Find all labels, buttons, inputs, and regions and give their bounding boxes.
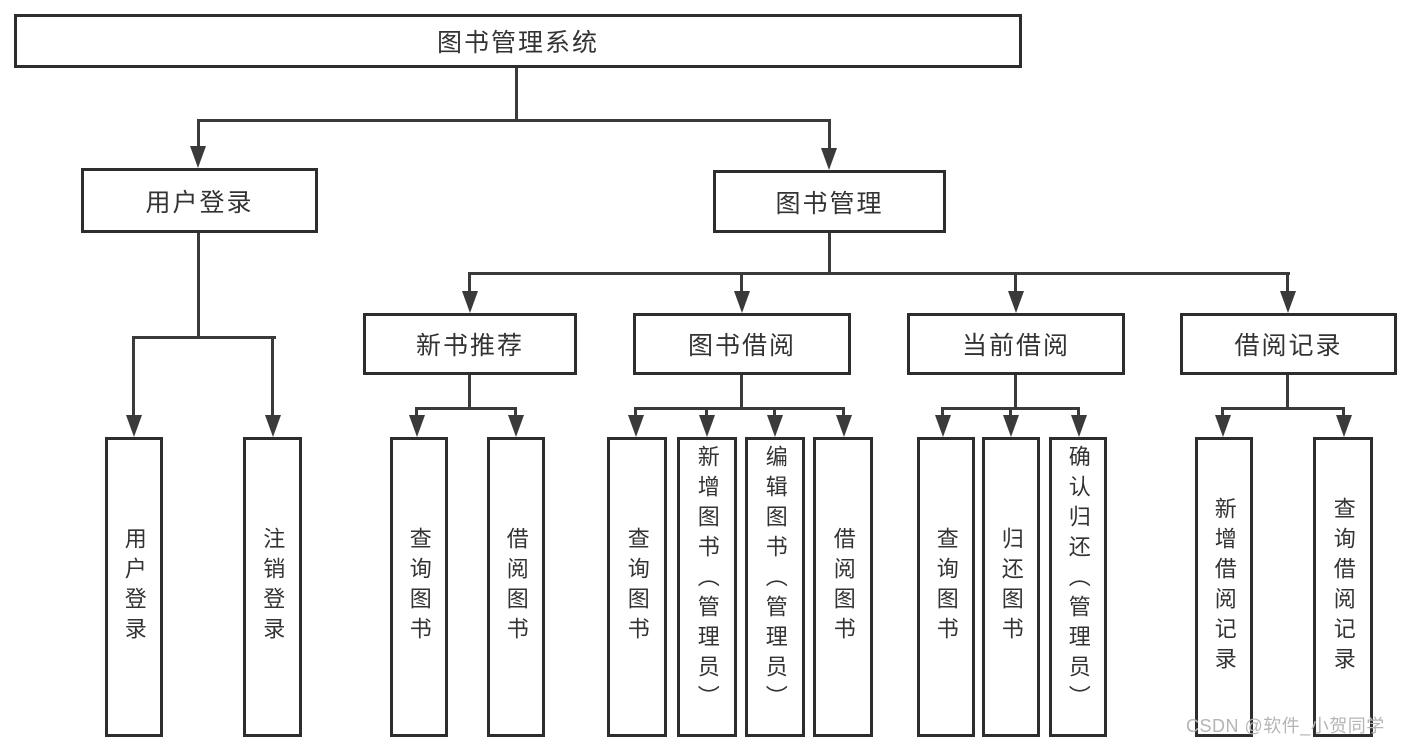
connector-arrow-stem <box>197 119 200 148</box>
node-leaf-add-books-admin: 新增图书（管理员） <box>677 437 737 737</box>
node-leaf-user-login: 用户登录 <box>105 437 163 737</box>
node-current-borrow: 当前借阅 <box>907 313 1125 375</box>
connector-arrow-stem <box>1286 272 1289 293</box>
node-leaf-confirm-return-admin: 确认归还（管理员） <box>1049 437 1107 737</box>
arrow-down-icon <box>767 415 783 437</box>
node-leaf-query-books-recommend-label: 查询图书 <box>406 527 432 647</box>
node-leaf-query-books-borrow-label: 查询图书 <box>624 527 650 647</box>
node-leaf-query-borrow-record-label: 查询借阅记录 <box>1330 497 1356 677</box>
connector-stem <box>740 375 743 407</box>
arrow-down-icon <box>699 415 715 437</box>
node-leaf-query-books-borrow: 查询图书 <box>607 437 667 737</box>
arrow-down-icon <box>836 415 852 437</box>
connector-arrow-stem <box>705 407 708 417</box>
node-root-label: 图书管理系统 <box>436 29 599 57</box>
connector-rail <box>1221 407 1345 410</box>
connector-arrow-stem <box>514 407 517 417</box>
connector-arrow-stem <box>415 407 418 417</box>
node-book-management-label: 图书管理 <box>775 189 884 218</box>
connector-stem <box>468 375 471 407</box>
connector-arrow-stem <box>1342 407 1345 417</box>
connector-arrow-stem <box>132 336 135 416</box>
node-leaf-logout-label: 注销登录 <box>260 527 286 647</box>
node-leaf-add-borrow-record-label: 新增借阅记录 <box>1211 497 1237 677</box>
node-leaf-query-books-recommend: 查询图书 <box>390 437 448 737</box>
connector-arrow-stem <box>271 336 274 416</box>
arrow-down-icon <box>628 415 644 437</box>
node-user-login-label: 用户登录 <box>145 188 254 217</box>
node-current-borrow-label: 当前借阅 <box>961 332 1070 360</box>
arrow-down-icon <box>1071 415 1087 437</box>
node-book-borrow: 图书借阅 <box>633 313 851 375</box>
connector-arrow-stem <box>1077 407 1080 417</box>
connector-arrow-stem <box>941 407 944 417</box>
arrow-down-icon <box>1003 415 1019 437</box>
connector-rail <box>415 407 517 410</box>
node-book-management: 图书管理 <box>713 170 946 233</box>
node-leaf-return-books: 归还图书 <box>982 437 1040 737</box>
connector-arrow-stem <box>740 272 743 293</box>
node-leaf-borrow-books-recommend-label: 借阅图书 <box>503 527 529 647</box>
node-leaf-add-books-admin-label: 新增图书（管理员） <box>694 445 720 715</box>
connector-arrow-stem <box>1221 407 1224 417</box>
node-leaf-borrow-books-recommend: 借阅图书 <box>487 437 545 737</box>
connector-arrow-stem <box>828 119 831 150</box>
connector-arrow-stem <box>773 407 776 417</box>
node-leaf-user-login-label: 用户登录 <box>121 527 147 647</box>
node-leaf-logout: 注销登录 <box>243 437 302 737</box>
connector-arrow-stem <box>1014 272 1017 293</box>
arrow-down-icon <box>1280 291 1296 313</box>
node-leaf-query-books-current: 查询图书 <box>917 437 975 737</box>
node-borrow-records: 借阅记录 <box>1180 313 1397 375</box>
node-book-borrow-label: 图书借阅 <box>687 332 796 360</box>
node-root: 图书管理系统 <box>14 14 1022 68</box>
connector-user-login-stem <box>197 233 200 336</box>
node-leaf-borrow-books: 借阅图书 <box>813 437 873 737</box>
connector-level1-rail <box>197 119 831 122</box>
arrow-down-icon <box>734 291 750 313</box>
node-leaf-edit-books-admin: 编辑图书（管理员） <box>745 437 805 737</box>
arrow-down-icon <box>821 148 837 170</box>
node-leaf-query-borrow-record: 查询借阅记录 <box>1313 437 1373 737</box>
arrow-down-icon <box>462 291 478 313</box>
node-new-book-recommend: 新书推荐 <box>363 313 577 375</box>
connector-root-stem <box>515 68 518 119</box>
arrow-down-icon <box>1215 415 1231 437</box>
arrow-down-icon <box>190 146 206 168</box>
connector-book-mgmt-stem <box>828 233 831 272</box>
connector-arrow-stem <box>634 407 637 417</box>
node-user-login: 用户登录 <box>81 168 318 233</box>
connector-arrow-stem <box>1009 407 1012 417</box>
csdn-watermark: CSDN @软件_小贺同学 <box>1186 716 1385 736</box>
connector-stem <box>1286 375 1289 407</box>
arrow-down-icon <box>409 415 425 437</box>
arrow-down-icon <box>1336 415 1352 437</box>
node-borrow-records-label: 借阅记录 <box>1234 332 1343 360</box>
node-leaf-add-borrow-record: 新增借阅记录 <box>1195 437 1253 737</box>
connector-arrow-stem <box>842 407 845 417</box>
arrow-down-icon <box>126 415 142 437</box>
node-leaf-query-books-current-label: 查询图书 <box>933 527 959 647</box>
node-new-book-recommend-label: 新书推荐 <box>415 332 524 360</box>
connector-stem <box>1014 375 1017 407</box>
arrow-down-icon <box>265 415 281 437</box>
node-leaf-borrow-books-label: 借阅图书 <box>830 527 856 647</box>
node-leaf-edit-books-admin-label: 编辑图书（管理员） <box>762 445 788 715</box>
node-leaf-return-books-label: 归还图书 <box>998 527 1024 647</box>
connector-level2-rail <box>468 272 1290 275</box>
connector-arrow-stem <box>468 272 471 293</box>
connector-user-login-rail <box>132 336 276 339</box>
arrow-down-icon <box>508 415 524 437</box>
arrow-down-icon <box>935 415 951 437</box>
connector-rail <box>634 407 845 410</box>
arrow-down-icon <box>1008 291 1024 313</box>
node-leaf-confirm-return-admin-label: 确认归还（管理员） <box>1065 445 1091 715</box>
